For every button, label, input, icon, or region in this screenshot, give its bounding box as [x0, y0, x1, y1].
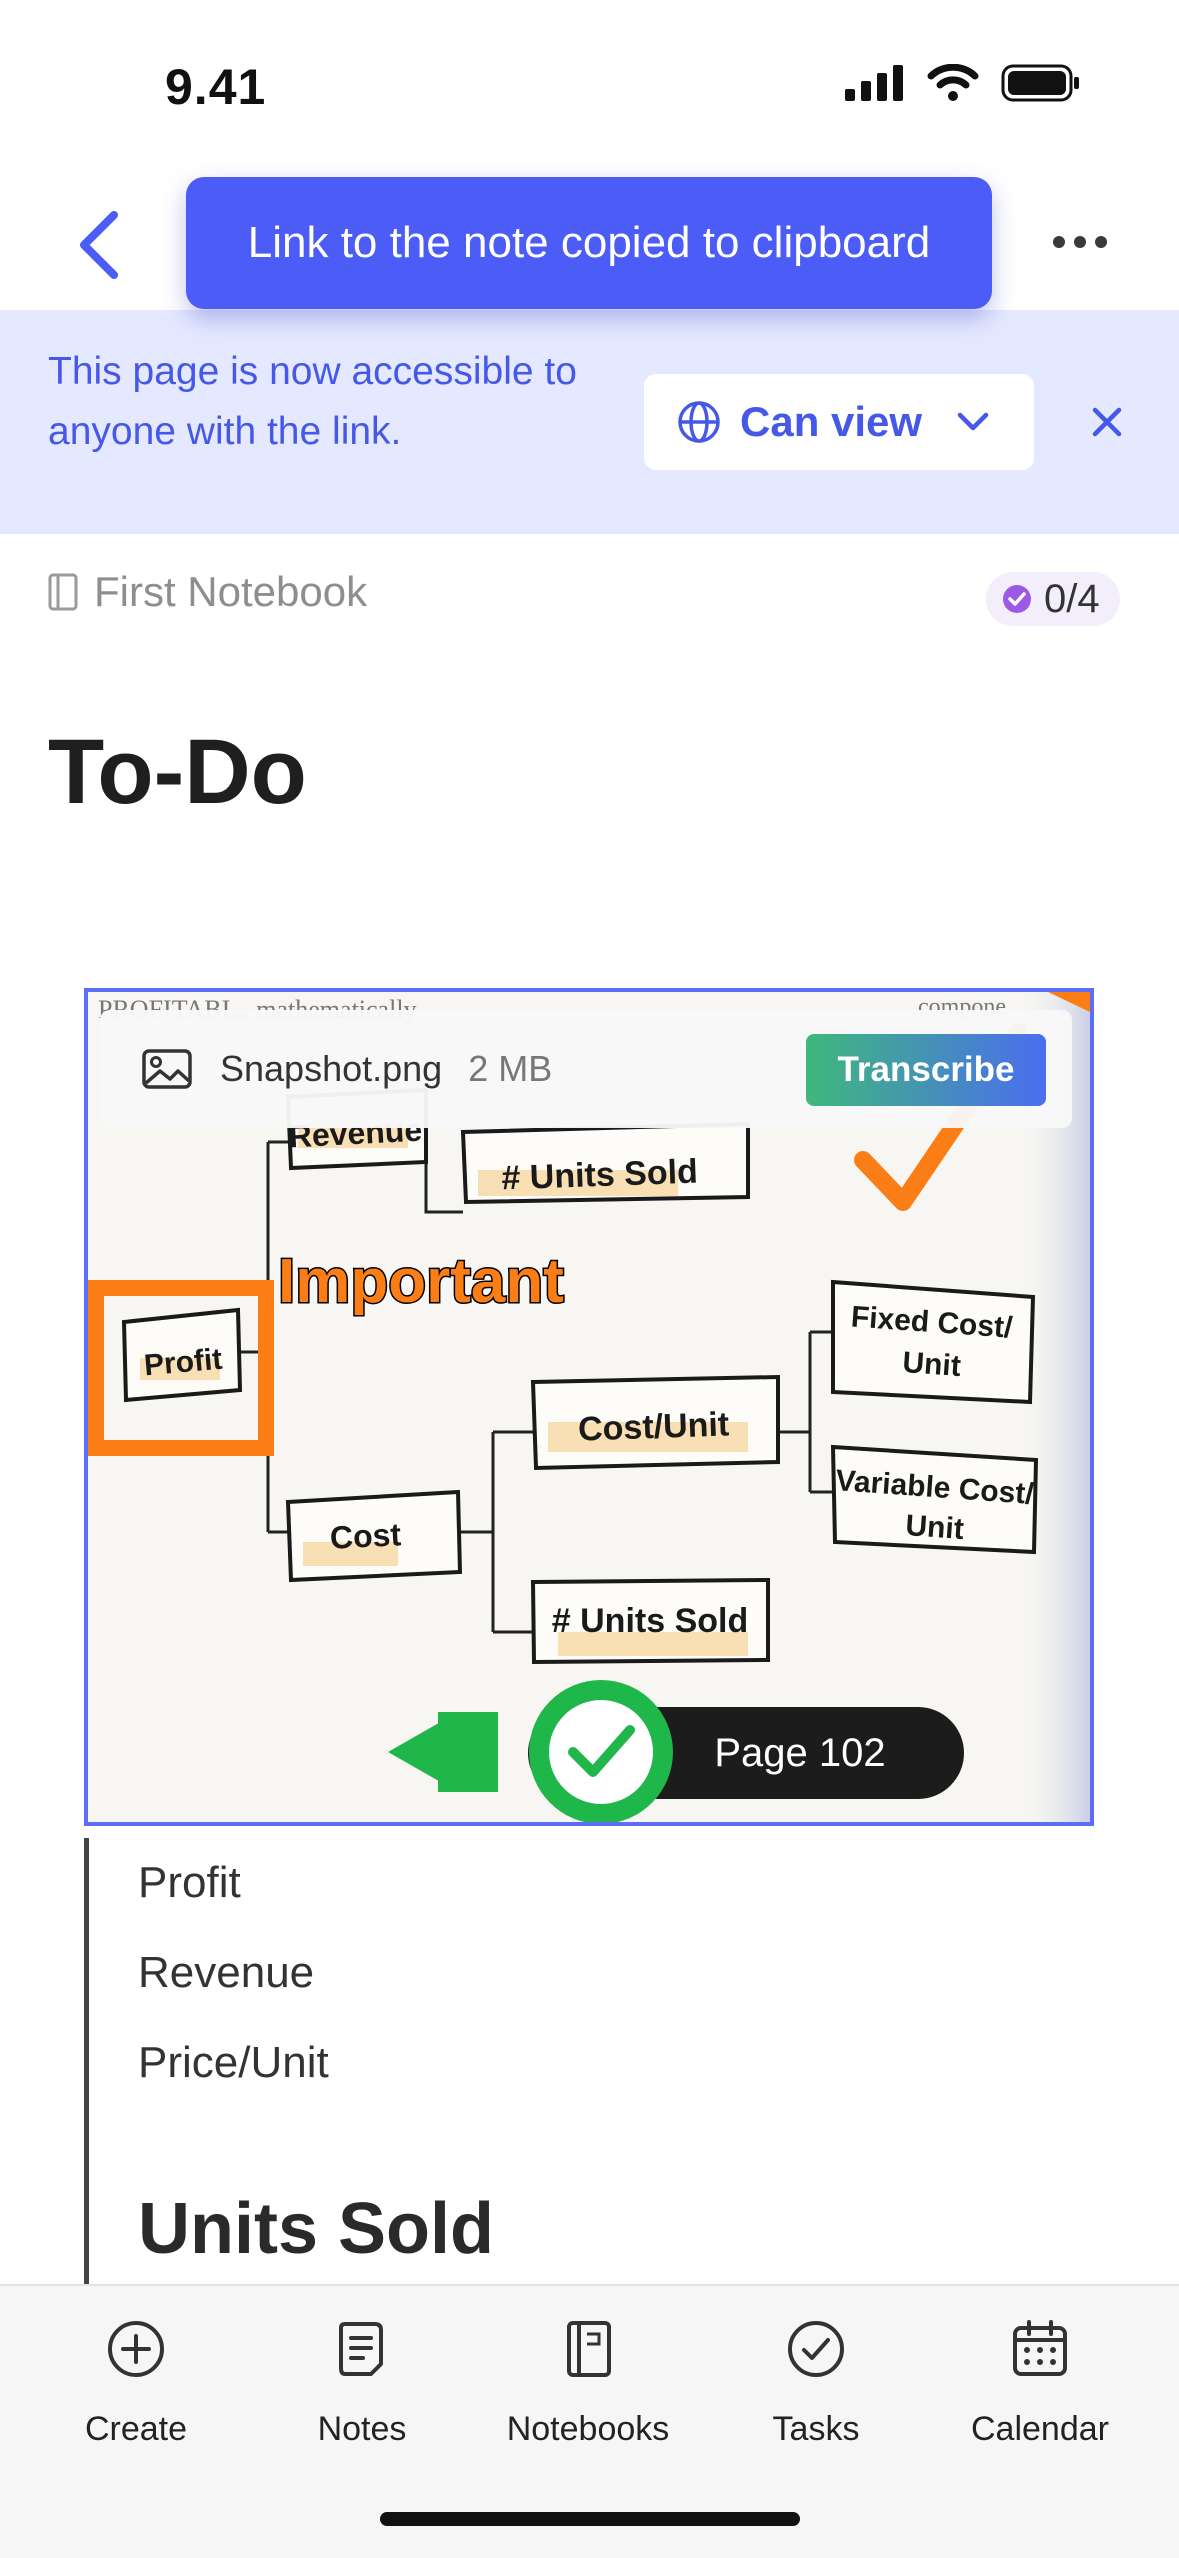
share-banner-text: This page is now accessible to anyone wi… — [48, 350, 577, 453]
home-indicator — [380, 2512, 800, 2526]
notebook-icon — [48, 573, 78, 611]
annotation-important: Important — [278, 1247, 564, 1316]
attachment-file-size: 2 MB — [468, 1048, 553, 1089]
close-icon[interactable] — [1087, 402, 1127, 442]
diagram-units-sold-bottom: # Units Sold — [552, 1602, 748, 1640]
block-indent-bar — [84, 1838, 89, 2288]
attachment-file-name: Snapshot.png — [220, 1048, 443, 1089]
diagram-variable-cost-line2: Unit — [904, 1509, 964, 1546]
calendar-icon — [1013, 2320, 1067, 2376]
tab-label: Calendar — [971, 2410, 1109, 2448]
diagram-fixed-cost-line2: Unit — [901, 1346, 961, 1383]
tab-calendar[interactable]: Calendar — [940, 2318, 1140, 2449]
tab-tasks[interactable]: Tasks — [716, 2318, 916, 2449]
tab-label: Create — [84, 2410, 188, 2448]
tab-notebooks[interactable]: Notebooks — [488, 2318, 688, 2449]
notebook-name: First Notebook — [94, 568, 368, 615]
page-badge-label: Page 102 — [714, 1731, 885, 1775]
notebook-breadcrumb[interactable]: First Notebook — [48, 568, 367, 616]
diagram-cost: Cost — [329, 1516, 402, 1556]
plus-circle-icon — [108, 2321, 164, 2377]
tab-label: Tasks — [772, 2410, 860, 2448]
status-icons — [845, 64, 1081, 102]
permission-dropdown[interactable]: Can view — [644, 374, 1034, 470]
diagram-cost-unit: Cost/Unit — [577, 1405, 729, 1448]
transcribe-button[interactable]: Transcribe — [806, 1034, 1046, 1106]
diagram-units-sold-top: # Units Sold — [501, 1153, 699, 1198]
note-icon — [339, 2322, 383, 2376]
check-badge-icon — [1003, 585, 1031, 613]
orange-highlight-box — [88, 1280, 274, 1456]
green-check-icon — [568, 1725, 635, 1777]
task-progress-badge[interactable]: 0/4 — [986, 572, 1120, 626]
page-badge: Page 102 — [388, 1680, 964, 1822]
tab-notes[interactable]: Notes — [262, 2318, 462, 2449]
notebook-icon — [567, 2321, 611, 2377]
task-progress-text: 0/4 — [1044, 576, 1100, 621]
more-options-icon[interactable] — [1053, 236, 1107, 248]
status-time: 9.41 — [165, 59, 267, 115]
list-item[interactable]: Price/Unit — [138, 2038, 329, 2087]
battery-icon — [1001, 64, 1079, 102]
toast-message: Link to the note copied to clipboard — [186, 177, 992, 309]
section-heading[interactable]: Units Sold — [138, 2189, 494, 2269]
globe-icon — [678, 401, 720, 443]
check-circle-icon — [788, 2321, 844, 2377]
diagram-profit: Profit — [143, 1343, 224, 1383]
tab-create[interactable]: Create — [36, 2318, 236, 2449]
list-item[interactable]: Profit — [138, 1858, 241, 1907]
note-title[interactable]: To-Do — [48, 721, 307, 823]
signal-icon — [845, 65, 903, 101]
tab-label: Notes — [317, 2410, 407, 2448]
permission-label: Can view — [740, 398, 923, 445]
back-chevron-icon[interactable] — [70, 205, 130, 285]
wifi-icon — [927, 64, 979, 101]
chevron-down-icon — [957, 412, 989, 431]
image-icon — [142, 1049, 192, 1089]
attachment-bar: Snapshot.png 2 MB Transcribe — [100, 1010, 1072, 1128]
list-item[interactable]: Revenue — [138, 1948, 315, 1997]
tab-label: Notebooks — [506, 2410, 670, 2448]
